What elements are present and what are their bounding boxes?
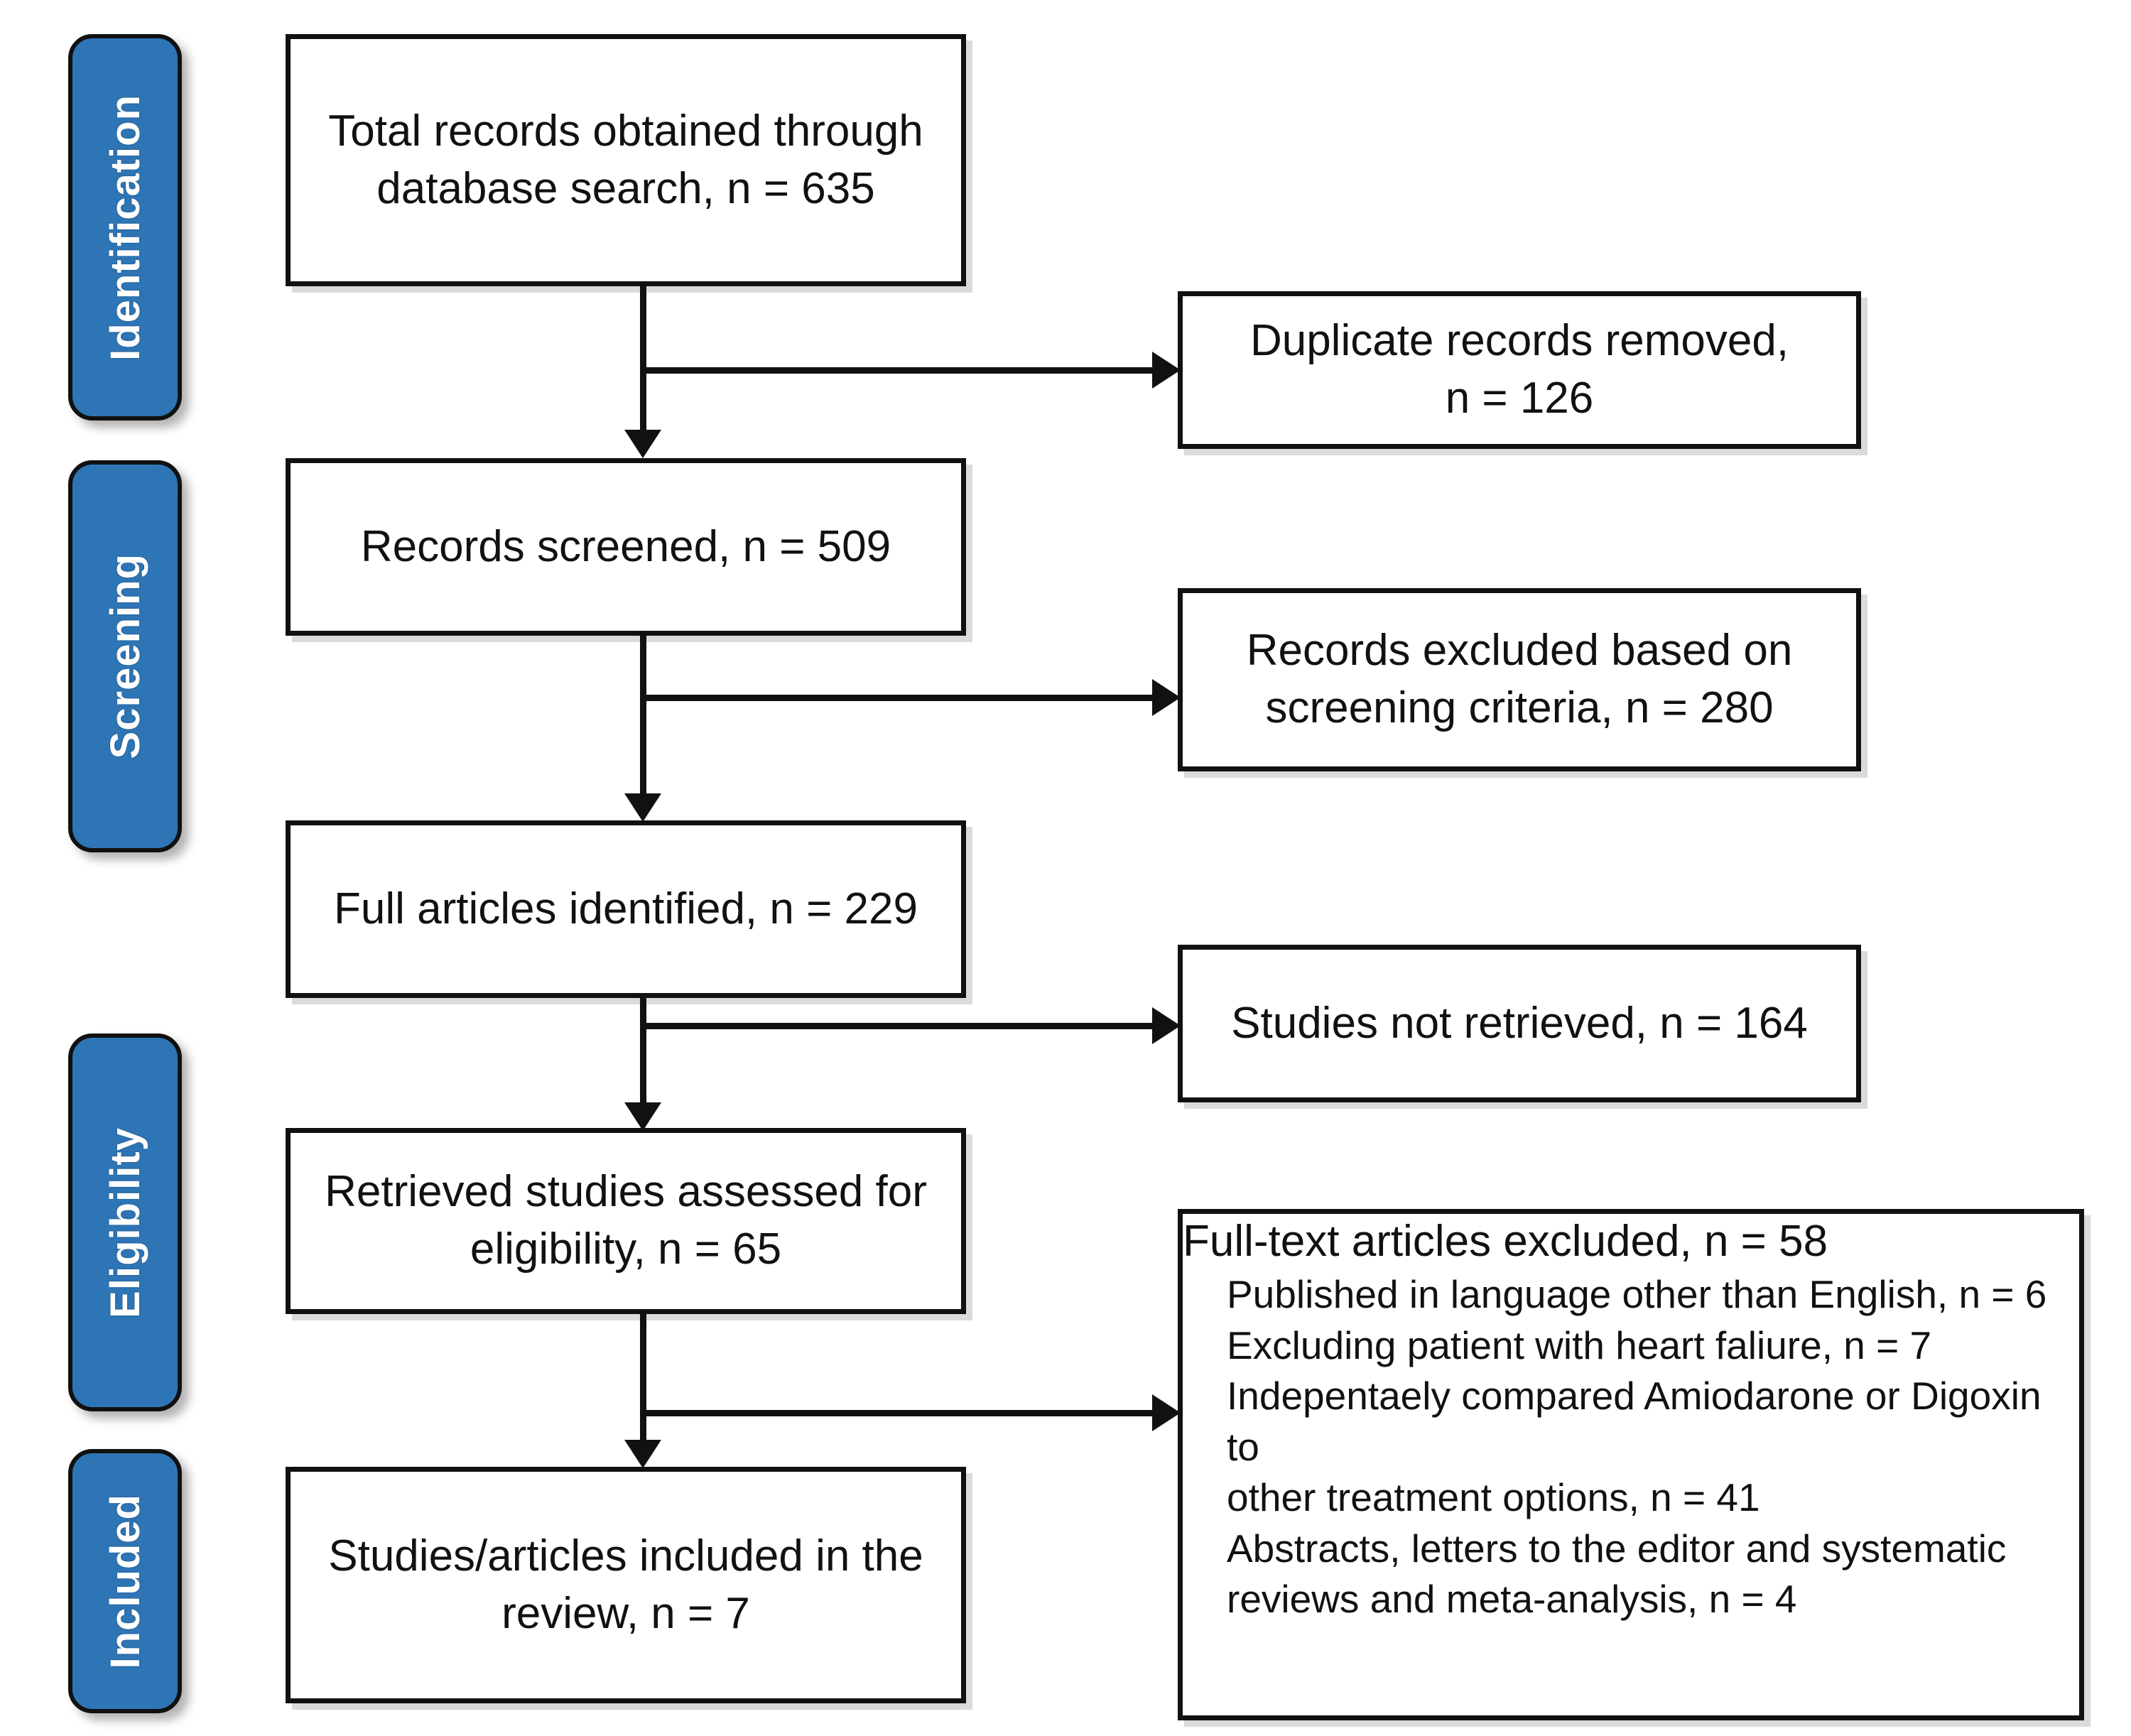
arrow-to-fulltext-excluded — [1152, 1394, 1181, 1431]
box-assessed-eligibility: Retrieved studies assessed for eligibili… — [286, 1128, 966, 1314]
connector-to-fulltext-excluded — [640, 1410, 1159, 1416]
arrow-identified-to-screened — [624, 430, 661, 458]
connector-screened-to-fulltext — [640, 636, 646, 796]
arrow-to-duplicates — [1152, 352, 1181, 389]
box-records-identified: Total records obtained through database … — [286, 34, 966, 286]
arrow-eligibility-to-included — [624, 1440, 661, 1468]
arrow-to-not-retrieved — [1152, 1007, 1181, 1044]
box-fulltext-excluded-list: Published in language other than English… — [1183, 1269, 2079, 1625]
excluded-reason-item: Published in language other than English… — [1227, 1272, 2047, 1317]
excluded-reason-item: Excluding patient with heart faliure, n … — [1227, 1323, 1932, 1367]
arrow-fulltext-to-eligibility — [624, 1102, 661, 1131]
connector-to-not-retrieved — [640, 1023, 1159, 1029]
box-records-screened-text: Records screened, n = 509 — [360, 521, 891, 571]
box-duplicates-removed: Duplicate records removed, n = 126 — [1178, 291, 1861, 449]
box-studies-not-retrieved-text: Studies not retrieved, n = 164 — [1231, 998, 1808, 1048]
stage-tab-identification: Identification — [68, 34, 182, 421]
connector-fulltext-to-eligibility — [640, 998, 646, 1105]
box-full-articles-identified-text: Full articles identified, n = 229 — [334, 884, 918, 933]
box-records-identified-text: Total records obtained through database … — [328, 106, 923, 213]
stage-tab-identification-label: Identification — [102, 94, 148, 361]
box-records-excluded-text: Records excluded based on screening crit… — [1246, 626, 1793, 732]
stage-tab-screening: Screening — [68, 460, 182, 852]
box-fulltext-excluded-heading: Full-text articles excluded, n = 58 — [1183, 1217, 1828, 1266]
box-studies-included: Studies/articles included in the review,… — [286, 1467, 966, 1703]
stage-tab-included: Included — [68, 1449, 182, 1713]
box-records-screened: Records screened, n = 509 — [286, 458, 966, 636]
box-fulltext-excluded: Full-text articles excluded, n = 58 Publ… — [1178, 1209, 2084, 1720]
stage-tab-screening-label: Screening — [102, 553, 148, 759]
connector-to-records-excluded — [640, 695, 1159, 701]
box-studies-included-text: Studies/articles included in the review,… — [328, 1531, 923, 1638]
stage-tab-eligibility-label: Eligibility — [102, 1127, 148, 1318]
box-assessed-eligibility-text: Retrieved studies assessed for eligibili… — [325, 1167, 927, 1274]
box-full-articles-identified: Full articles identified, n = 229 — [286, 820, 966, 998]
box-duplicates-removed-text: Duplicate records removed, n = 126 — [1249, 316, 1789, 423]
box-studies-not-retrieved: Studies not retrieved, n = 164 — [1178, 945, 1861, 1102]
stage-tab-included-label: Included — [102, 1493, 148, 1669]
excluded-reason-item: Abstracts, letters to the editor and sys… — [1227, 1526, 2007, 1622]
stage-tab-eligibility: Eligibility — [68, 1034, 182, 1411]
box-records-excluded: Records excluded based on screening crit… — [1178, 588, 1861, 771]
excluded-reason-item: Indepentaely compared Amiodarone or Digo… — [1227, 1374, 2041, 1520]
arrow-screened-to-fulltext — [624, 793, 661, 822]
connector-identified-to-screened — [640, 286, 646, 432]
connector-to-duplicates — [640, 367, 1159, 374]
arrow-to-records-excluded — [1152, 679, 1181, 716]
connector-eligibility-to-included — [640, 1314, 646, 1442]
